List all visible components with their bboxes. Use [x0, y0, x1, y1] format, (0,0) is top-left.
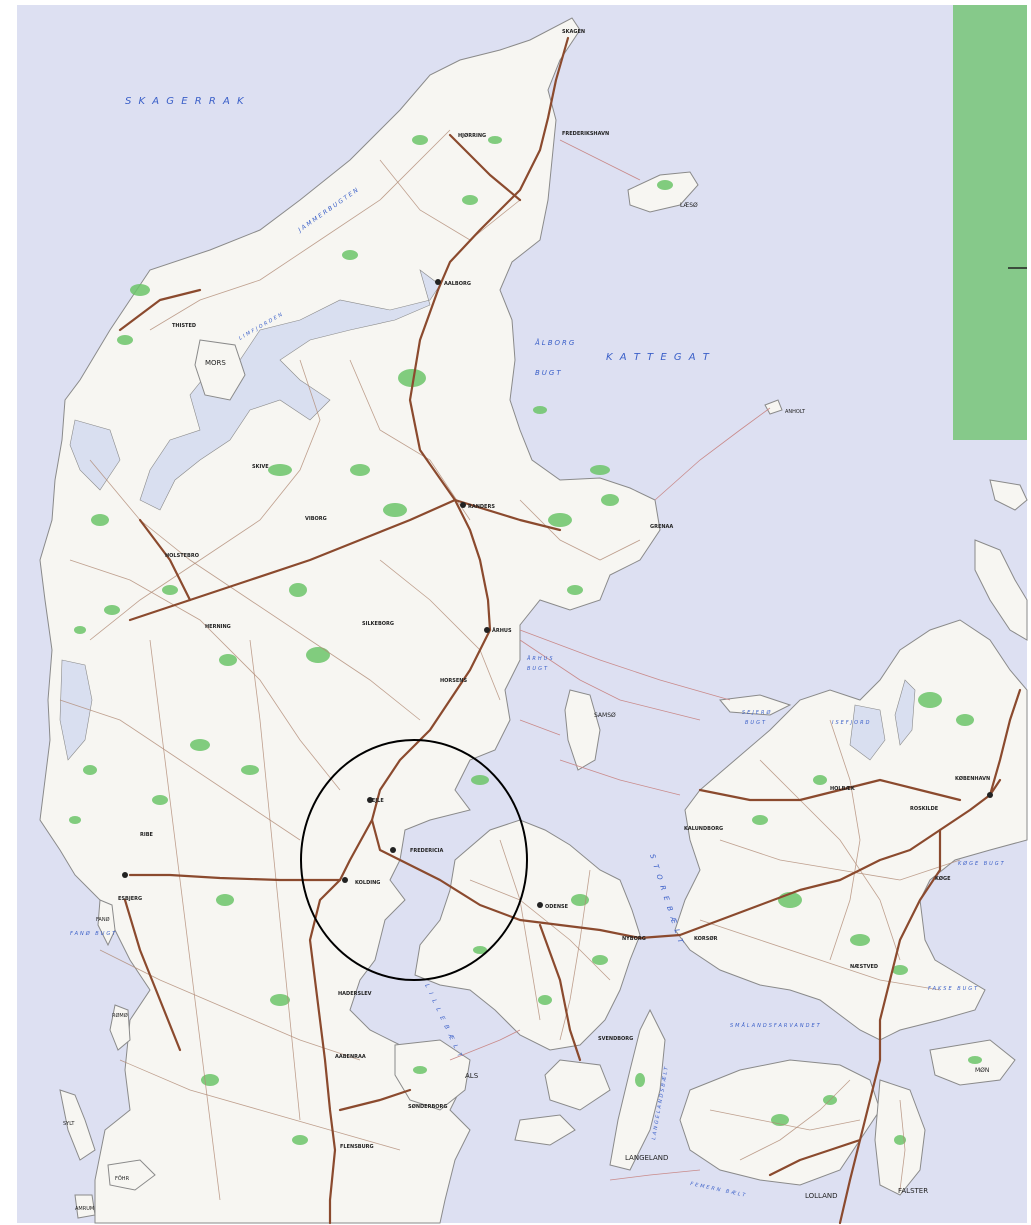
- city-thisted: THISTED: [172, 323, 196, 329]
- highlight-circle: [300, 739, 528, 981]
- city-vejle: VEJLE: [368, 798, 384, 804]
- city-esbjerg: ESBJERG: [118, 896, 142, 902]
- city-roskilde: ROSKILDE: [910, 806, 939, 812]
- legend-panel: [953, 5, 1027, 440]
- city-korsor: KORSØR: [694, 935, 718, 942]
- island-laeso: LÆSØ: [680, 202, 698, 209]
- minor-roads: [59, 129, 961, 1201]
- laeso-island: [627, 171, 699, 213]
- island-mon: MØN: [975, 1067, 989, 1074]
- limfjorden-water: [139, 269, 441, 511]
- island-als: ALS: [465, 1072, 479, 1080]
- city-randers: RANDERS: [468, 504, 495, 510]
- fohr-island: [107, 1159, 156, 1191]
- major-roads: [118, 36, 1022, 1225]
- aalborg-bugt-label-1: ÅLBORG: [534, 338, 576, 347]
- city-frederikshavn: FREDERIKSHAVN: [562, 131, 609, 137]
- island-samso: SAMSØ: [594, 712, 616, 719]
- langeland-island: [609, 1008, 666, 1171]
- sweden-coast-north: [989, 479, 1028, 511]
- als-island: [394, 1039, 471, 1111]
- sweden-coast: [974, 539, 1028, 641]
- city-flensburg: FLENSBURG: [340, 1144, 374, 1150]
- city-svendborg: SVENDBORG: [598, 1036, 633, 1042]
- island-langeland: LANGELAND: [625, 1154, 668, 1162]
- koge-bugt-label: KØGE BUGT: [958, 860, 1006, 867]
- city-nyborg: NYBORG: [622, 936, 646, 942]
- city-kalundborg: KALUNDBORG: [684, 826, 723, 832]
- island-lolland: LOLLAND: [805, 1192, 838, 1200]
- zealand-landmass: [674, 619, 1028, 1041]
- aero-island: [514, 1114, 576, 1146]
- city-herning: HERNING: [205, 624, 231, 630]
- funen-landmass: [414, 819, 641, 1051]
- isefjord-label: ISEFJORD: [832, 720, 871, 726]
- sylt-island: [59, 1089, 96, 1161]
- city-aarhus: ÅRHUS: [492, 627, 512, 634]
- fano-bugt-label: FANØ BUGT: [70, 930, 117, 937]
- sjaellands-odde: [719, 694, 792, 716]
- city-kobenhavn: KØBENHAVN: [955, 775, 990, 782]
- city-silkeborg: SILKEBORG: [362, 621, 394, 627]
- city-markers: [122, 279, 993, 908]
- city-grenaa: GRENAA: [650, 524, 673, 530]
- skagerrak-label: S K A G E R R A K: [125, 96, 246, 107]
- city-skive: SKIVE: [252, 464, 269, 470]
- city-holstebro: HOLSTEBRO: [165, 553, 199, 559]
- island-romo: RØMØ: [112, 1012, 128, 1019]
- nissum-bredning: [69, 419, 121, 491]
- romo-island: [109, 1004, 131, 1051]
- city-ribe: RIBE: [140, 832, 154, 838]
- sejero-bugt-label-1: SEJERØ: [742, 709, 772, 716]
- city-fredericia: FREDERICIA: [410, 848, 443, 854]
- city-holbaek: HOLBÆK: [830, 786, 856, 792]
- island-fohr: FÖHR: [115, 1175, 130, 1182]
- city-aalborg: AALBORG: [444, 281, 471, 287]
- island-mors: MORS: [205, 359, 226, 367]
- island-sylt: SYLT: [63, 1121, 75, 1127]
- aarhus-bugt-label-1: ÅRHUS: [526, 655, 555, 662]
- forest-areas: [69, 135, 982, 1145]
- fano-island: [97, 899, 116, 947]
- city-aabenraa: AABENRAA: [335, 1054, 366, 1060]
- city-koge: KØGE: [935, 875, 951, 882]
- amrum-island: [74, 1194, 96, 1219]
- island-falster: FALSTER: [898, 1187, 928, 1195]
- sejero-bugt-label-2: BUGT: [745, 720, 767, 726]
- city-viborg: VIBORG: [305, 516, 327, 522]
- aalborg-bugt-label-2: BUGT: [535, 369, 563, 377]
- samso-island: [564, 689, 601, 771]
- island-amrum: AMRUM: [75, 1206, 94, 1212]
- city-kolding: KOLDING: [355, 880, 380, 886]
- mors-island: [194, 339, 246, 401]
- faxe-bugt-label: FAKSE BUGT: [928, 986, 979, 992]
- ringkobing-fjord: [59, 659, 93, 761]
- city-sonderborg: SØNDERBORG: [408, 1103, 447, 1110]
- ferry-routes: [449, 139, 771, 1181]
- kattegat-label: K A T T E G A T: [606, 352, 711, 363]
- island-anholt: ANHOLT: [785, 409, 806, 415]
- city-horsens: HORSENS: [440, 678, 467, 684]
- island-fano: FANØ: [96, 916, 110, 923]
- anholt-island: [764, 399, 783, 415]
- city-skagen: SKAGEN: [562, 29, 585, 35]
- smalandsfarvandet-label: SMÅLANDSFARVANDET: [730, 1022, 822, 1029]
- city-naestved: NÆSTVED: [850, 964, 878, 970]
- city-hjorring: HJØRRING: [458, 132, 486, 139]
- city-haderslev: HADERSLEV: [338, 991, 372, 997]
- taasinge-island: [544, 1059, 611, 1111]
- isefjord-water: [849, 704, 886, 761]
- roskilde-fjord-water: [894, 679, 916, 746]
- aarhus-bugt-label-2: BUGT: [527, 666, 549, 672]
- city-odense: ODENSE: [545, 904, 569, 910]
